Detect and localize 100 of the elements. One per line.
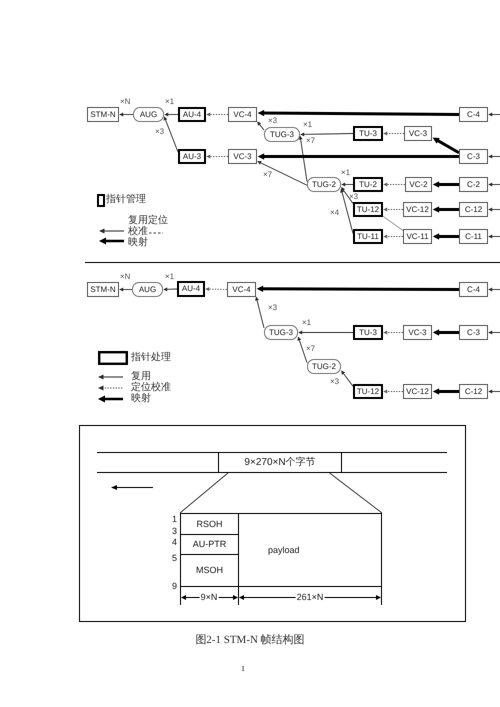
- arrow: [205, 287, 228, 292]
- overhead-field: AU-PTR: [181, 535, 238, 555]
- rounded-group-box: TUG-2: [307, 359, 341, 374]
- process-box: C-4: [459, 107, 488, 122]
- edge-label: ×1: [165, 273, 174, 281]
- arrow: [341, 186, 354, 204]
- arrow: [488, 208, 500, 212]
- bold-process-box: AU-4: [177, 281, 205, 297]
- process-box: VC-12: [403, 202, 432, 217]
- bold-process-box: TU-11: [353, 229, 383, 244]
- arrow: [383, 330, 404, 334]
- arrow: [432, 388, 459, 395]
- process-box: VC-11: [403, 229, 432, 244]
- row-number: 5: [170, 553, 177, 563]
- legend-label: 映射: [128, 237, 148, 249]
- arrow: [257, 121, 264, 130]
- rounded-group-box: TUG-2: [307, 177, 341, 192]
- bold-process-box: TU-3: [353, 126, 383, 141]
- arrow: [341, 182, 354, 186]
- arrow: [432, 329, 459, 336]
- edge-label: ×3: [155, 128, 164, 136]
- overhead-field: RSOH: [181, 514, 238, 535]
- arrow: [488, 288, 500, 292]
- figure-frame: [79, 425, 466, 622]
- dimension-label: 261×N: [296, 592, 324, 602]
- arrow: [488, 182, 500, 186]
- arrow: [257, 161, 308, 186]
- edge-label: ×3: [349, 193, 358, 201]
- arrow: [383, 132, 404, 136]
- arrow: [255, 296, 264, 328]
- arrow: [258, 153, 459, 160]
- payload-field: payload: [238, 514, 381, 586]
- edge-label: ×7: [306, 345, 316, 353]
- legend-label: 指针处理: [131, 352, 171, 364]
- page-number: 1: [241, 664, 245, 673]
- process-box: VC-4: [227, 282, 256, 297]
- arrow: [383, 208, 404, 212]
- bold-process-box: TU-12: [353, 384, 383, 399]
- arrow: [488, 154, 500, 158]
- row-number: 4: [170, 537, 177, 547]
- edge-label: ×1: [341, 169, 350, 177]
- process-box: C-3: [459, 149, 488, 164]
- edge-label: ×N: [120, 273, 130, 281]
- arrow: [298, 330, 354, 334]
- rounded-group-box: AUG: [132, 282, 163, 297]
- arrow: [488, 234, 500, 238]
- arrow: [488, 330, 500, 334]
- arrow: [432, 233, 459, 240]
- row-number: 1: [170, 514, 177, 524]
- rounded-group-box: TUG-3: [264, 127, 300, 142]
- overhead-field: MSOH: [181, 555, 238, 586]
- arrow: [206, 112, 228, 116]
- bold-process-box: TU-3: [353, 325, 383, 340]
- process-box: C-4: [459, 282, 488, 297]
- edge-label: ×N: [120, 98, 130, 106]
- arrow: [432, 181, 459, 188]
- connector-line: [180, 472, 228, 514]
- process-box: VC-3: [403, 325, 432, 340]
- arrow: [298, 135, 308, 182]
- process-box: C-11: [459, 229, 488, 244]
- arrow: [432, 206, 459, 213]
- arrow: [256, 286, 459, 292]
- arrow: [488, 390, 500, 394]
- process-box: VC-3: [404, 126, 432, 141]
- process-box: C-3: [459, 325, 488, 340]
- process-box: VC-2: [405, 177, 432, 192]
- process-box: C-2: [459, 177, 488, 192]
- rounded-group-box: AUG: [133, 107, 164, 122]
- connector-line: [382, 216, 404, 231]
- arrow: [340, 188, 354, 234]
- process-box: VC-3: [228, 149, 257, 164]
- edge-label: ×4: [330, 209, 340, 217]
- arrow: [341, 370, 354, 387]
- row-number: 9: [170, 581, 177, 591]
- arrow: [206, 154, 228, 158]
- bold-process-box: TU-12: [353, 202, 383, 217]
- legend-label: 校准: [128, 226, 148, 237]
- edge-label: ×3: [268, 117, 278, 125]
- bold-process-box: AU-3: [178, 149, 206, 164]
- process-box: C-12: [459, 384, 488, 399]
- legend-label: 映射: [131, 393, 151, 405]
- arrow: [164, 112, 178, 116]
- process-box: STM-N: [87, 282, 119, 297]
- arrow: [258, 110, 460, 116]
- bold-process-box: TU-2: [353, 177, 383, 192]
- arrow: [300, 132, 354, 136]
- arrow: [163, 287, 178, 292]
- process-box: C-12: [459, 202, 488, 217]
- rounded-group-box: TUG-3: [264, 325, 298, 340]
- arrow: [164, 116, 178, 152]
- edge-label: ×7: [306, 137, 316, 145]
- process-box: VC-4: [228, 107, 257, 122]
- figure-caption: 图2-1 STM-N 帧结构图: [195, 634, 305, 647]
- frame-segment-box: 9×270×N个字节: [218, 452, 342, 473]
- arrow: [432, 138, 460, 154]
- arrow: [119, 112, 134, 116]
- edge-label: ×1: [302, 319, 312, 327]
- bold-process-box: AU-4: [178, 107, 206, 122]
- arrow: [383, 182, 406, 186]
- legend-label: 复用: [131, 371, 151, 382]
